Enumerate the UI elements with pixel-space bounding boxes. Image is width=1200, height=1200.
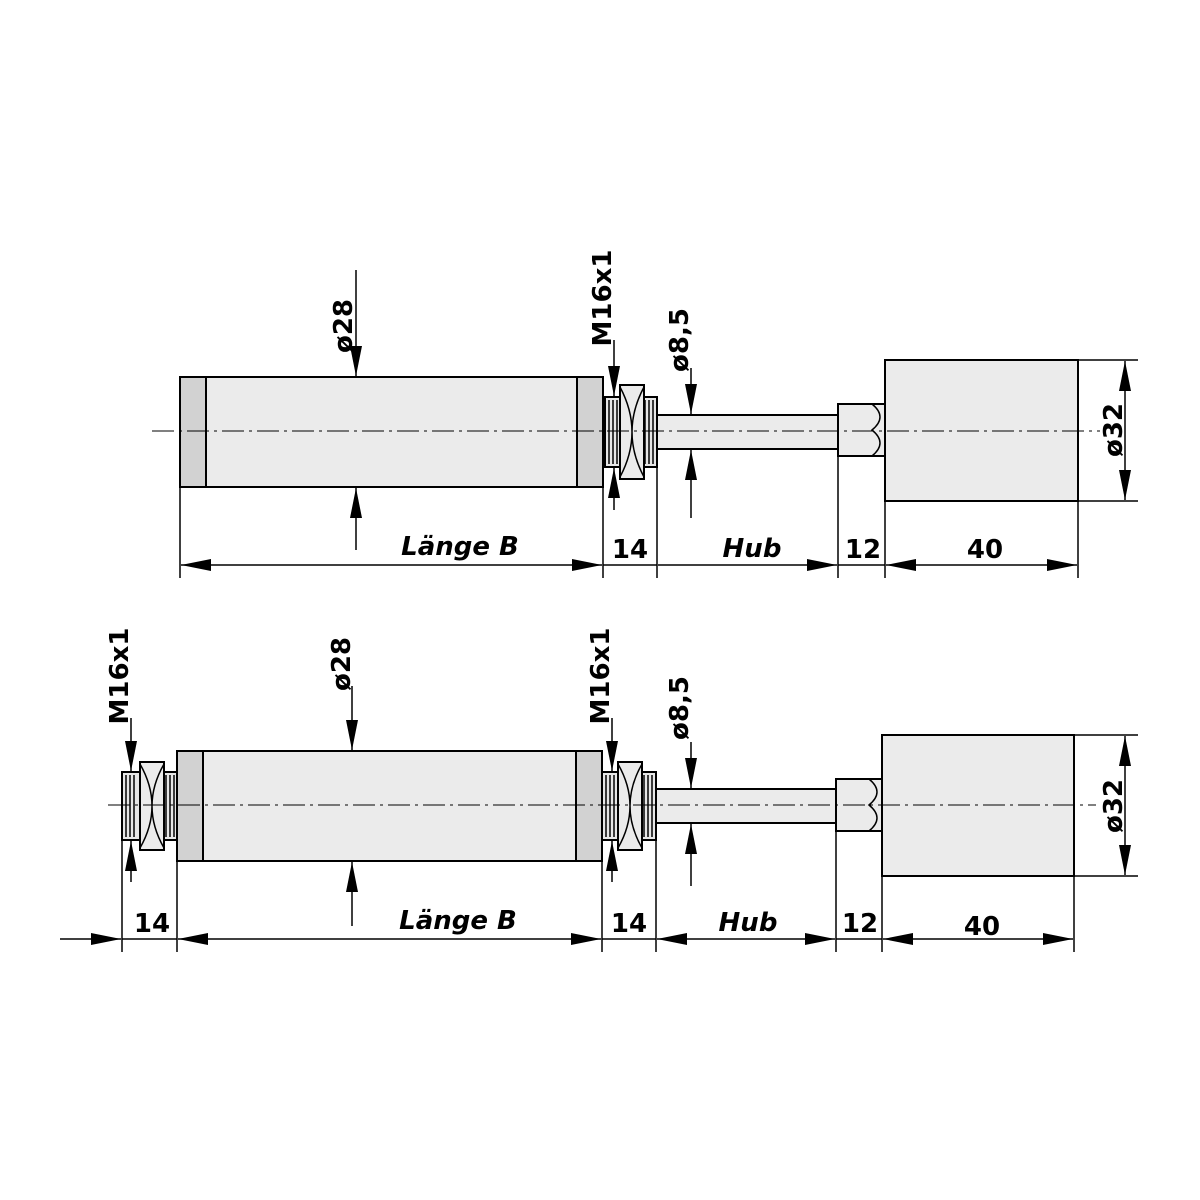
right-thread-label: M16x1	[586, 628, 616, 725]
thread-nut	[604, 384, 658, 480]
thread-label: M16x1	[588, 250, 618, 347]
body-diameter-label: ø28	[329, 299, 359, 353]
rod-diameter-label: ø8,5	[665, 676, 695, 740]
hex-nut	[837, 403, 886, 457]
stroke-label: Hub	[723, 534, 782, 564]
cap-diameter-label: ø32	[1099, 779, 1129, 833]
body-diameter-label: ø28	[327, 637, 357, 691]
left-thread-length-label: 14	[134, 909, 170, 939]
piston-rod	[656, 414, 841, 450]
thread-length-label: 14	[612, 535, 648, 565]
body-length-label: Länge B	[401, 532, 519, 562]
extension-lines	[121, 831, 1075, 952]
drawing-bottom-double-thread: M16x1 ø28 M16x1 ø8,5 ø32 14 Länge B 14 H…	[60, 628, 1138, 952]
body-length-label: Länge B	[399, 906, 517, 936]
piston-rod	[655, 788, 839, 824]
rod-diameter-label: ø8,5	[665, 308, 695, 372]
stroke-label: Hub	[719, 908, 778, 938]
cylinder-body	[176, 750, 603, 862]
right-thread-length-label: 14	[611, 909, 647, 939]
end-cap	[884, 359, 1079, 502]
cylinder-body	[179, 376, 604, 488]
cap-length-label: 40	[967, 535, 1003, 565]
nut-length-label: 12	[845, 535, 881, 565]
cap-diameter-label: ø32	[1099, 403, 1129, 457]
left-thread-nut	[121, 761, 179, 851]
drawing-top-single-thread: ø28 M16x1 ø8,5 ø32 Länge B 14 Hub 12 40	[152, 250, 1138, 578]
extension-lines	[179, 456, 1079, 578]
cap-length-label: 40	[964, 912, 1000, 942]
left-thread-label: M16x1	[105, 628, 135, 725]
nut-length-label: 12	[842, 909, 878, 939]
right-thread-nut	[601, 761, 657, 851]
